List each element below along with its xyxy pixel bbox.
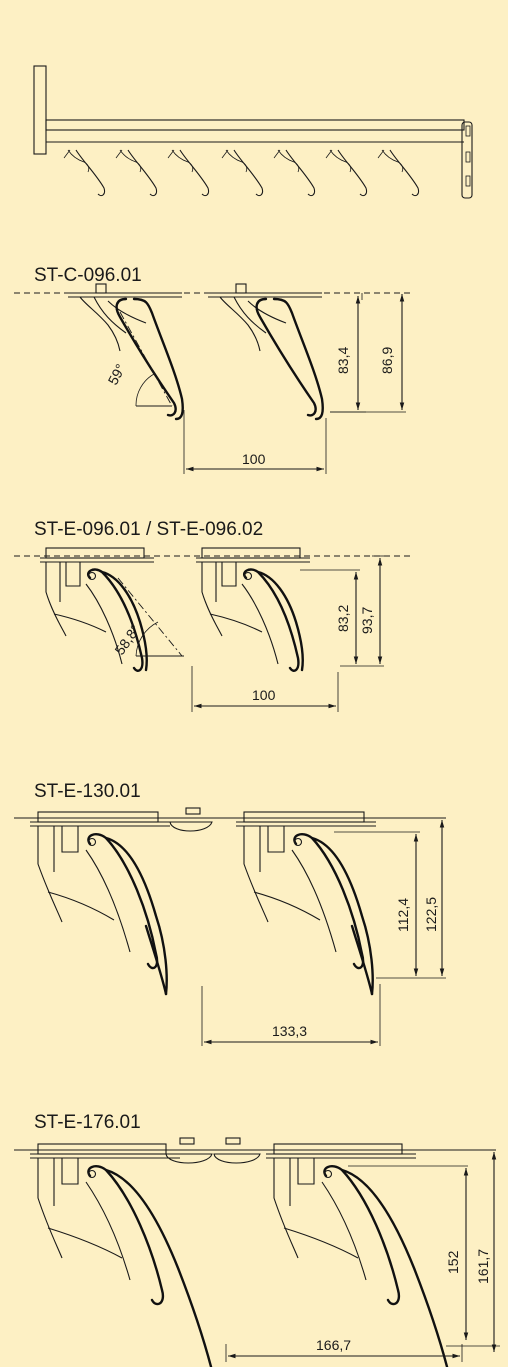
angle-label: 59° (105, 361, 129, 387)
hook-profile-left (28, 1142, 221, 1367)
section-title: ST-C-096.01 (34, 265, 142, 286)
hook-profile-left (38, 546, 156, 672)
dim-spacing: 100 (252, 687, 276, 703)
section-st-e-096: ST-E-096.01 / ST-E-096.02 58,8° 83,2 93,… (14, 519, 412, 712)
hook-profile-right (206, 282, 324, 421)
dim-inner-height: 152 (445, 1250, 461, 1274)
dim-outer-height: 161,7 (475, 1249, 491, 1284)
section-st-e-130: ST-E-130.01 112,4 122,5 133,3 (14, 781, 446, 1046)
section-title: ST-E-096.01 / ST-E-096.02 (34, 519, 263, 540)
dim-inner-height: 83,2 (335, 605, 351, 632)
dim-spacing: 100 (242, 451, 266, 467)
section-title: ST-E-130.01 (34, 781, 141, 802)
section-title: ST-E-176.01 (34, 1112, 141, 1133)
dim-outer-height: 86,9 (379, 347, 395, 374)
overview-rail-drawing (33, 65, 473, 199)
dim-inner-height: 83,4 (335, 347, 351, 374)
dim-outer-height: 122,5 (423, 897, 439, 932)
hook-profile-left (28, 810, 172, 996)
dim-inner-height: 112,4 (395, 898, 411, 932)
hook-profile-right (194, 546, 312, 672)
hook-profile-left (66, 282, 184, 421)
hook-profile-right (234, 810, 378, 996)
hook-profile-right (264, 1142, 457, 1367)
section-st-c-096: ST-C-096.01 59° 83,4 86,9 100 (14, 265, 412, 474)
section-st-e-176: ST-E-176.01 152 161,7 166,7 (14, 1112, 500, 1367)
dim-spacing: 166,7 (316, 1337, 351, 1353)
dim-outer-height: 93,7 (359, 607, 375, 634)
dim-spacing: 133,3 (272, 1023, 307, 1039)
